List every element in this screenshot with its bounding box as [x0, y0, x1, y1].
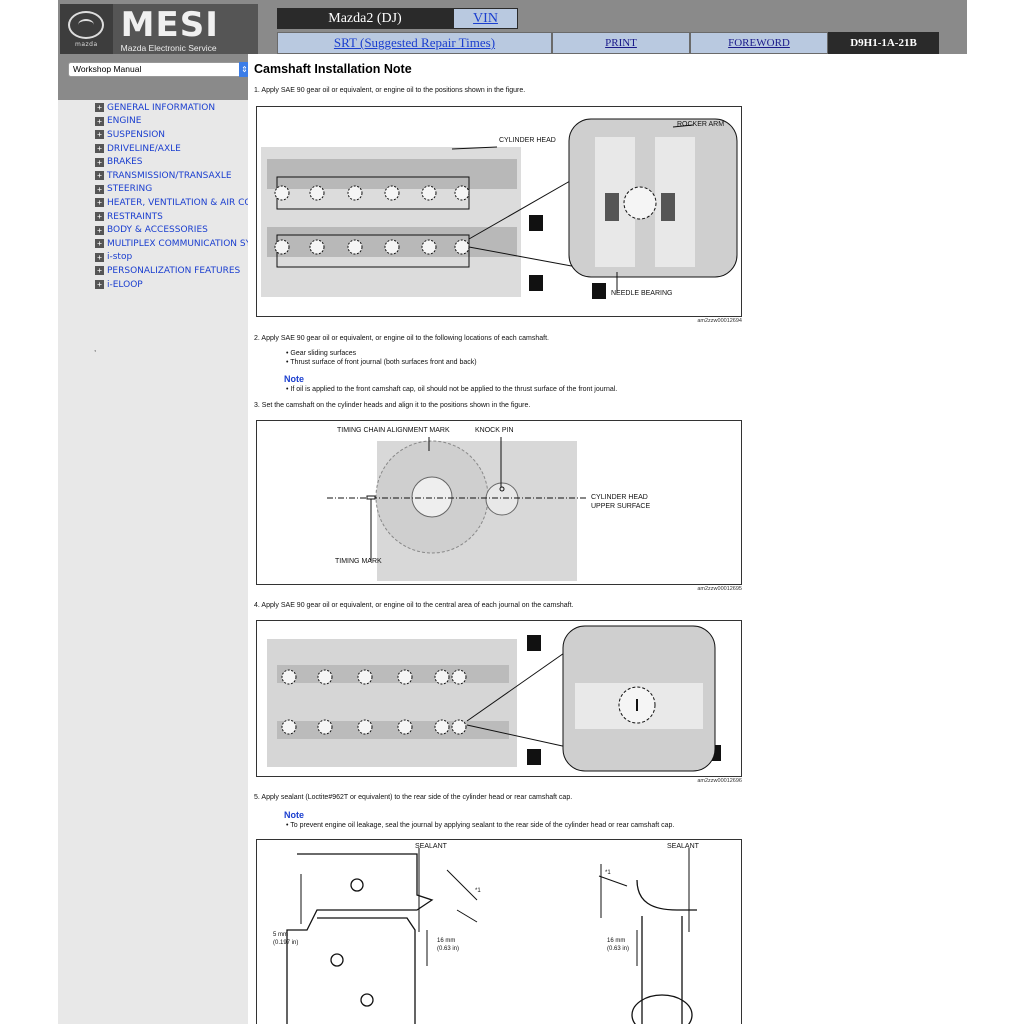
logo-title: MESI — [120, 5, 219, 45]
expand-icon[interactable]: + — [95, 252, 104, 262]
label-knock-pin: KNOCK PIN — [475, 427, 514, 434]
label-dim-5mm-in: (0.197 in) — [273, 940, 299, 946]
manual-tree: +GENERAL INFORMATION +ENGINE +SUSPENSION… — [95, 101, 258, 291]
label-timing-chain-alignment-mark: TIMING CHAIN ALIGNMENT MARK — [337, 427, 450, 434]
note-heading-1: Note — [284, 374, 304, 384]
figure-3 — [256, 620, 742, 777]
label-cylinder-head: CYLINDER HEAD — [499, 137, 556, 144]
sidebar-item-general-information[interactable]: +GENERAL INFORMATION — [95, 101, 258, 115]
print-link[interactable]: PRINT — [552, 32, 690, 54]
mazda-emblem-icon: mazda — [60, 4, 113, 54]
outer-margin-right — [967, 0, 1024, 1024]
timing-mark-alignment-diagram — [327, 437, 587, 581]
step-5: 5. Apply sealant (Loctite#962T or equiva… — [254, 794, 573, 801]
label-sealant-left: SEALANT — [415, 843, 447, 850]
expand-icon[interactable]: + — [95, 184, 104, 194]
expand-icon[interactable]: + — [95, 212, 104, 222]
expand-icon[interactable]: + — [95, 198, 104, 208]
sidebar-item-i-stop[interactable]: +i-stop — [95, 251, 258, 265]
expand-icon[interactable]: + — [95, 144, 104, 154]
expand-icon[interactable]: + — [95, 171, 104, 181]
logo-brand: mazda — [75, 40, 98, 48]
note-2-text: • To prevent engine oil leakage, seal th… — [286, 822, 675, 829]
model-name: Mazda2 (DJ) — [277, 8, 453, 29]
sidebar-item-engine[interactable]: +ENGINE — [95, 115, 258, 129]
manual-select[interactable]: Workshop Manual ⇕ — [68, 62, 250, 77]
mesi-logo: mazda MESI Mazda Electronic Service Info… — [60, 4, 258, 63]
label-cylinder-head-upper-2: UPPER SURFACE — [591, 503, 651, 510]
figure-1-id: am2zzw00012694 — [697, 318, 742, 324]
step-3: 3. Set the camshaft on the cylinder head… — [254, 402, 531, 409]
foreword-link[interactable]: FOREWORD — [690, 32, 828, 54]
sealant-diagram — [286, 848, 697, 1024]
sidebar-item-transmission[interactable]: +TRANSMISSION/TRANSAXLE — [95, 169, 258, 183]
label-cylinder-head-upper-1: CYLINDER HEAD — [591, 494, 648, 501]
sidebar-item-steering[interactable]: +STEERING — [95, 183, 258, 197]
select-arrow-icon: ⇕ — [239, 62, 250, 77]
label-dim-16mm-in-left: (0.63 in) — [437, 946, 460, 952]
label-dim-16mm-right: 16 mm — [607, 938, 626, 944]
mesi-window: mazda MESI Mazda Electronic Service Info… — [58, 0, 967, 1024]
sidebar-item-restraints[interactable]: +RESTRAINTS — [95, 210, 258, 224]
note-heading-2: Note — [284, 810, 304, 820]
step-2-bullet-2: • Thrust surface of front journal (both … — [286, 359, 477, 366]
figure-2: TIMING CHAIN ALIGNMENT MARK KNOCK PIN CY… — [256, 420, 742, 585]
step-2: 2. Apply SAE 90 gear oil or equivalent, … — [254, 335, 549, 342]
step-4: 4. Apply SAE 90 gear oil or equivalent, … — [254, 602, 574, 609]
srt-link[interactable]: SRT (Suggested Repair Times) — [277, 32, 552, 54]
step-1: 1. Apply SAE 90 gear oil or equivalent, … — [254, 87, 526, 94]
expand-icon[interactable]: + — [95, 280, 104, 290]
expand-icon[interactable]: + — [95, 157, 104, 167]
note-1-text: • If oil is applied to the front camshaf… — [286, 386, 618, 393]
step-2-bullet-1: • Gear sliding surfaces — [286, 350, 357, 357]
sidebar-item-hvac[interactable]: +HEATER, VENTILATION & AIR CON — [95, 196, 258, 210]
figure-3-id: am2zzw00012696 — [697, 778, 742, 784]
sidebar-item-multiplex[interactable]: +MULTIPLEX COMMUNICATION SYS — [95, 237, 258, 251]
sidebar-item-i-eloop[interactable]: +i-ELOOP — [95, 278, 258, 292]
content-pane: Camshaft Installation Note 1. Apply SAE … — [248, 54, 967, 1024]
sidebar-tail: , — [94, 344, 97, 353]
label-dim-5mm: 5 mm — [273, 932, 288, 938]
expand-icon[interactable]: + — [95, 239, 104, 249]
expand-icon[interactable]: + — [95, 225, 104, 235]
manual-select-value: Workshop Manual — [73, 64, 142, 74]
label-timing-mark: TIMING MARK — [335, 558, 382, 565]
figure-2-id: am2zzw00012695 — [697, 586, 742, 592]
sidebar-item-driveline-axle[interactable]: +DRIVELINE/AXLE — [95, 142, 258, 156]
sidebar: Workshop Manual ⇕ +GENERAL INFORMATION +… — [58, 54, 258, 1024]
outer-margin-left — [0, 0, 58, 1024]
sidebar-item-suspension[interactable]: +SUSPENSION — [95, 128, 258, 142]
expand-icon[interactable]: + — [95, 116, 104, 126]
label-needle-bearing: NEEDLE BEARING — [611, 290, 673, 297]
label-star1: *1 — [475, 888, 481, 894]
label-dim-16mm-in-right: (0.63 in) — [607, 946, 630, 952]
document-code: D9H1-1A-21B — [828, 32, 939, 54]
label-dim-16mm-left: 16 mm — [437, 938, 456, 944]
figure-1: CYLINDER HEAD ROCKER ARM NEEDLE BEARING — [256, 106, 742, 317]
label-star1-right: *1 — [605, 870, 611, 876]
expand-icon[interactable]: + — [95, 266, 104, 276]
label-rocker-arm: ROCKER ARM — [677, 121, 725, 128]
label-sealant-right: SEALANT — [667, 843, 699, 850]
journal-oil-diagram — [267, 625, 721, 772]
expand-icon[interactable]: + — [95, 130, 104, 140]
page-title: Camshaft Installation Note — [254, 62, 412, 76]
sidebar-item-brakes[interactable]: +BRAKES — [95, 155, 258, 169]
expand-icon[interactable]: + — [95, 103, 104, 113]
figure-4: SEALANT SEALANT 5 mm (0.197 in) 16 mm (0… — [256, 839, 742, 1024]
vin-link[interactable]: VIN — [453, 8, 518, 29]
camshaft-oil-positions-diagram — [261, 118, 738, 299]
sidebar-item-personalization[interactable]: +PERSONALIZATION FEATURES — [95, 264, 258, 278]
sidebar-item-body[interactable]: +BODY & ACCESSORIES — [95, 223, 258, 237]
